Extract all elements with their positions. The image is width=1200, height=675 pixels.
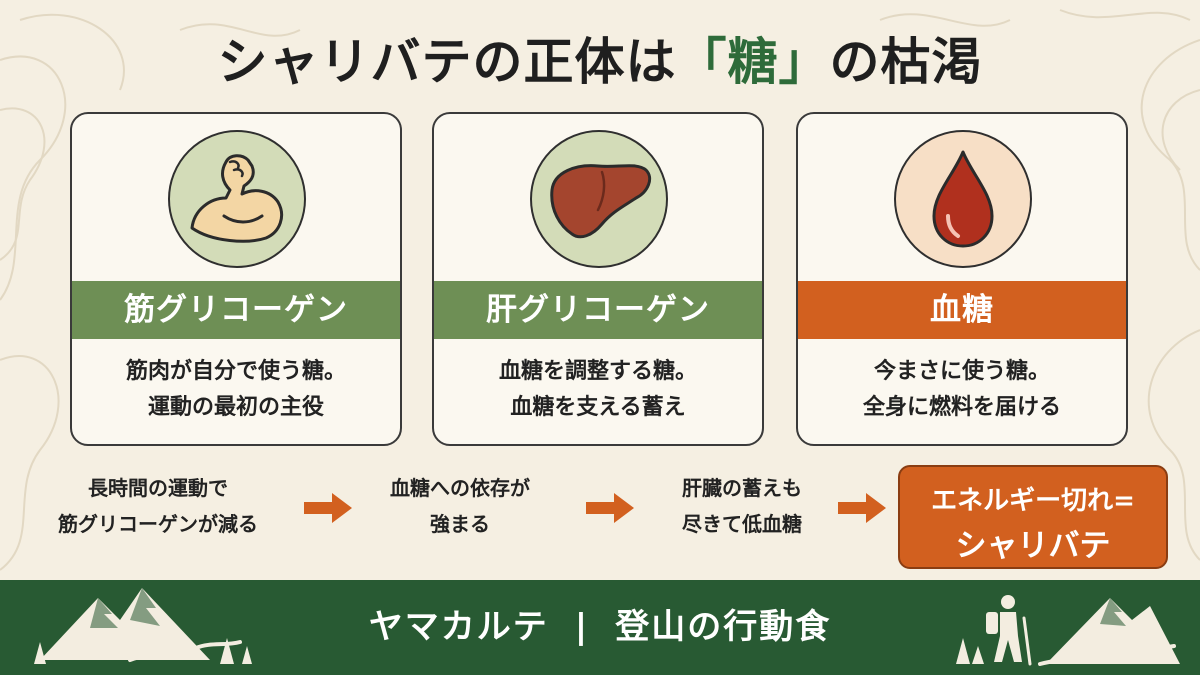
arrow-right-icon	[304, 493, 352, 523]
flow-line-1: 肝臓の蓄えも	[682, 476, 802, 500]
card-line-1: 今まさに使う糖。	[873, 359, 1050, 384]
footer-topic: 登山の行動食	[615, 607, 832, 647]
title-accent: 「糖」	[676, 33, 830, 91]
card-line-2: 血糖を支える蓄え	[510, 395, 686, 420]
footer-separator: |	[574, 607, 590, 647]
flow-line-1: 血糖への依存が	[390, 476, 530, 500]
result-line-2: シャリバテ	[955, 528, 1111, 564]
card-muscle-glycogen: 筋グリコーゲン 筋肉が自分で使う糖。 運動の最初の主役	[70, 112, 402, 446]
arrow-right-icon	[838, 493, 886, 523]
page-title: シャリバテの正体は「糖」の枯渇	[0, 22, 1200, 94]
card-line-2: 運動の最初の主役	[147, 395, 324, 420]
flow-line-2: 尽きて低血糖	[682, 512, 802, 536]
arrow-right-icon	[586, 493, 634, 523]
card-label: 血糖	[798, 281, 1126, 339]
flow-line-1: 長時間の運動で	[88, 476, 228, 500]
liver-icon	[530, 130, 668, 268]
brand-name: ヤマカルテ	[368, 607, 549, 647]
mountains-icon	[34, 588, 252, 664]
blood-drop-icon	[894, 130, 1032, 268]
title-main: シャリバテの正体は	[217, 33, 677, 91]
card-description: 筋肉が自分で使う糖。 運動の最初の主役	[72, 354, 400, 426]
card-description: 今まさに使う糖。 全身に燃料を届ける	[798, 354, 1126, 426]
footer-text: ヤマカルテ | 登山の行動食	[0, 580, 1200, 675]
card-label: 肝グリコーゲン	[434, 281, 762, 339]
flow-step-3: 肝臓の蓄えも 尽きて低血糖	[642, 470, 842, 542]
card-blood-sugar: 血糖 今まさに使う糖。 全身に燃料を届ける	[796, 112, 1128, 446]
card-line-2: 全身に燃料を届ける	[862, 395, 1061, 420]
card-line-1: 筋肉が自分で使う糖。	[125, 359, 346, 384]
footer-banner: ヤマカルテ | 登山の行動食	[0, 580, 1200, 675]
result-line-1: エネルギー切れ=	[931, 486, 1135, 516]
flow-step-2: 血糖への依存が 強まる	[360, 470, 560, 542]
title-tail: の枯渇	[829, 33, 983, 91]
hiker-mountains-icon	[956, 595, 1180, 666]
card-line-1: 血糖を調整する糖。	[498, 359, 697, 384]
flow-line-2: 筋グリコーゲンが減る	[58, 512, 258, 536]
card-label: 筋グリコーゲン	[72, 281, 400, 339]
topographic-background	[0, 9, 1200, 571]
flexed-arm-icon	[168, 130, 306, 268]
card-liver-glycogen: 肝グリコーゲン 血糖を調整する糖。 血糖を支える蓄え	[432, 112, 764, 446]
flow-step-1: 長時間の運動で 筋グリコーゲンが減る	[40, 470, 276, 542]
flow-line-2: 強まる	[430, 512, 490, 536]
result-box: エネルギー切れ= シャリバテ	[898, 465, 1168, 569]
card-description: 血糖を調整する糖。 血糖を支える蓄え	[434, 354, 762, 426]
